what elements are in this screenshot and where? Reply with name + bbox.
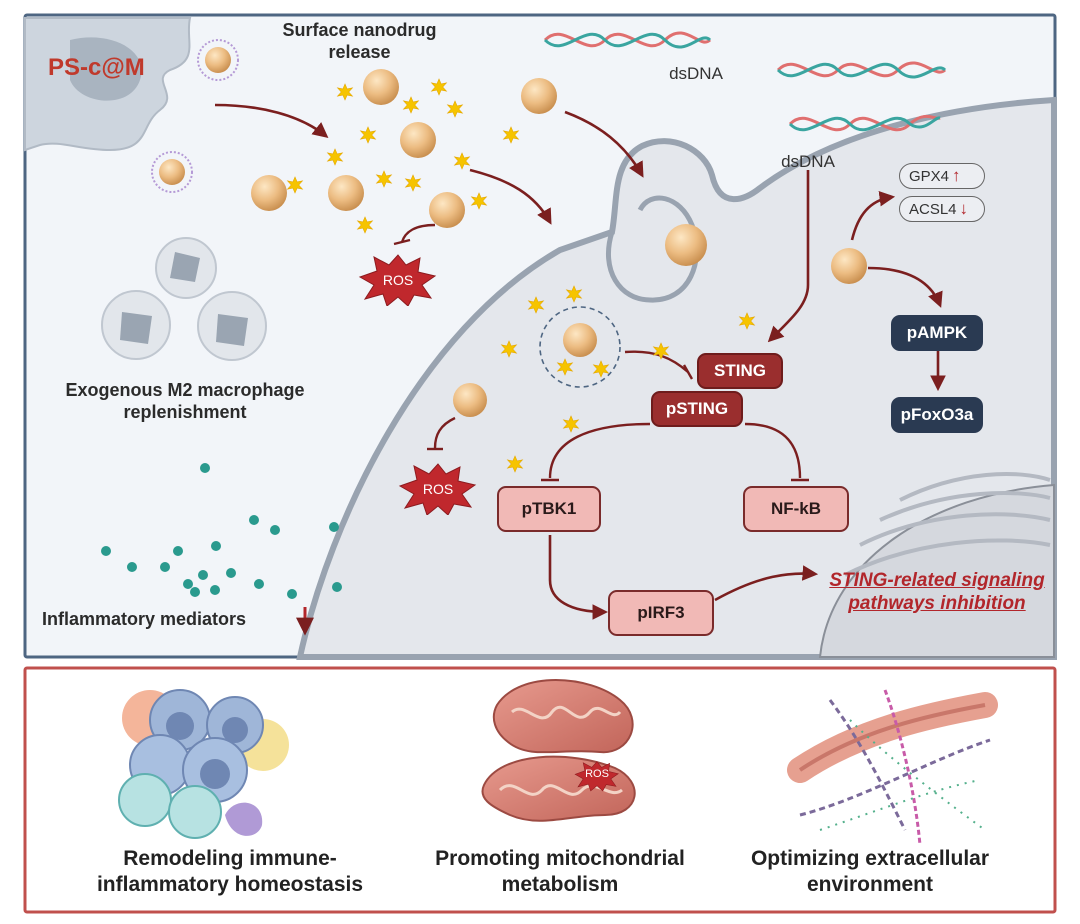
inflammatory-mediator-dots xyxy=(101,463,342,599)
endocytic-pocket xyxy=(605,195,700,303)
endoplasmic-reticulum xyxy=(844,472,1051,577)
up-arrow-icon: ↑ xyxy=(952,166,961,185)
dsdna-cell-label: dsDNA xyxy=(781,152,835,171)
inhibition-lines xyxy=(393,223,809,482)
outcome-extracellular: Optimizing extracellular environment xyxy=(750,847,990,896)
ps-cm-label: PS-c@M xyxy=(48,54,145,81)
gpx4-pill: GPX4 ↑ xyxy=(899,163,985,189)
ros-label-mito: ROS xyxy=(585,768,609,780)
sting-node: STING xyxy=(697,353,783,389)
acsl4-pill: ACSL4 ↓ xyxy=(899,196,985,222)
outcome-immune: Remodeling immune-inflammatory homeostas… xyxy=(96,847,364,896)
ptbk1-node: pTBK1 xyxy=(497,486,601,532)
pampk-node: pAMPK xyxy=(891,315,983,351)
m2-replenishment-label: Exogenous M2 macrophage replenishment xyxy=(65,380,305,422)
outcome-mitochondria: Promoting mitochondrial metabolism xyxy=(435,847,685,896)
macrophage-nucleus-icon xyxy=(70,37,142,101)
cell-body xyxy=(296,96,1057,660)
mitochondrion-icon xyxy=(481,679,636,822)
ros-label-top: ROS xyxy=(382,272,414,288)
immune-cells-icon xyxy=(118,689,289,839)
sting-summary-label: STING-related signaling pathways inhibit… xyxy=(829,570,1045,614)
gpx4-label: GPX4 xyxy=(909,167,950,185)
surface-release-label: Surface nanodrug release xyxy=(282,20,437,62)
inflammatory-mediators-label: Inflammatory mediators xyxy=(42,609,247,629)
endosome xyxy=(539,306,621,388)
acsl4-label: ACSL4 xyxy=(909,200,957,218)
pirf3-node: pIRF3 xyxy=(608,590,714,636)
nanoparticle-icon xyxy=(251,69,867,417)
dna-helix-icon xyxy=(543,31,947,132)
pathway-arrows xyxy=(214,103,946,620)
nfkb-node: NF-kB xyxy=(743,486,849,532)
psting-node: pSTING xyxy=(651,391,743,427)
down-arrow-icon: ↓ xyxy=(959,199,969,218)
nucleus xyxy=(818,483,1055,658)
extracellular-matrix-icon xyxy=(787,689,998,846)
ros-label-cell: ROS xyxy=(422,481,454,497)
dsdna-top-label: dsDNA xyxy=(669,64,723,83)
pfoxo3a-node: pFoxO3a xyxy=(891,397,983,433)
coated-nanoparticle-icon xyxy=(151,39,239,193)
